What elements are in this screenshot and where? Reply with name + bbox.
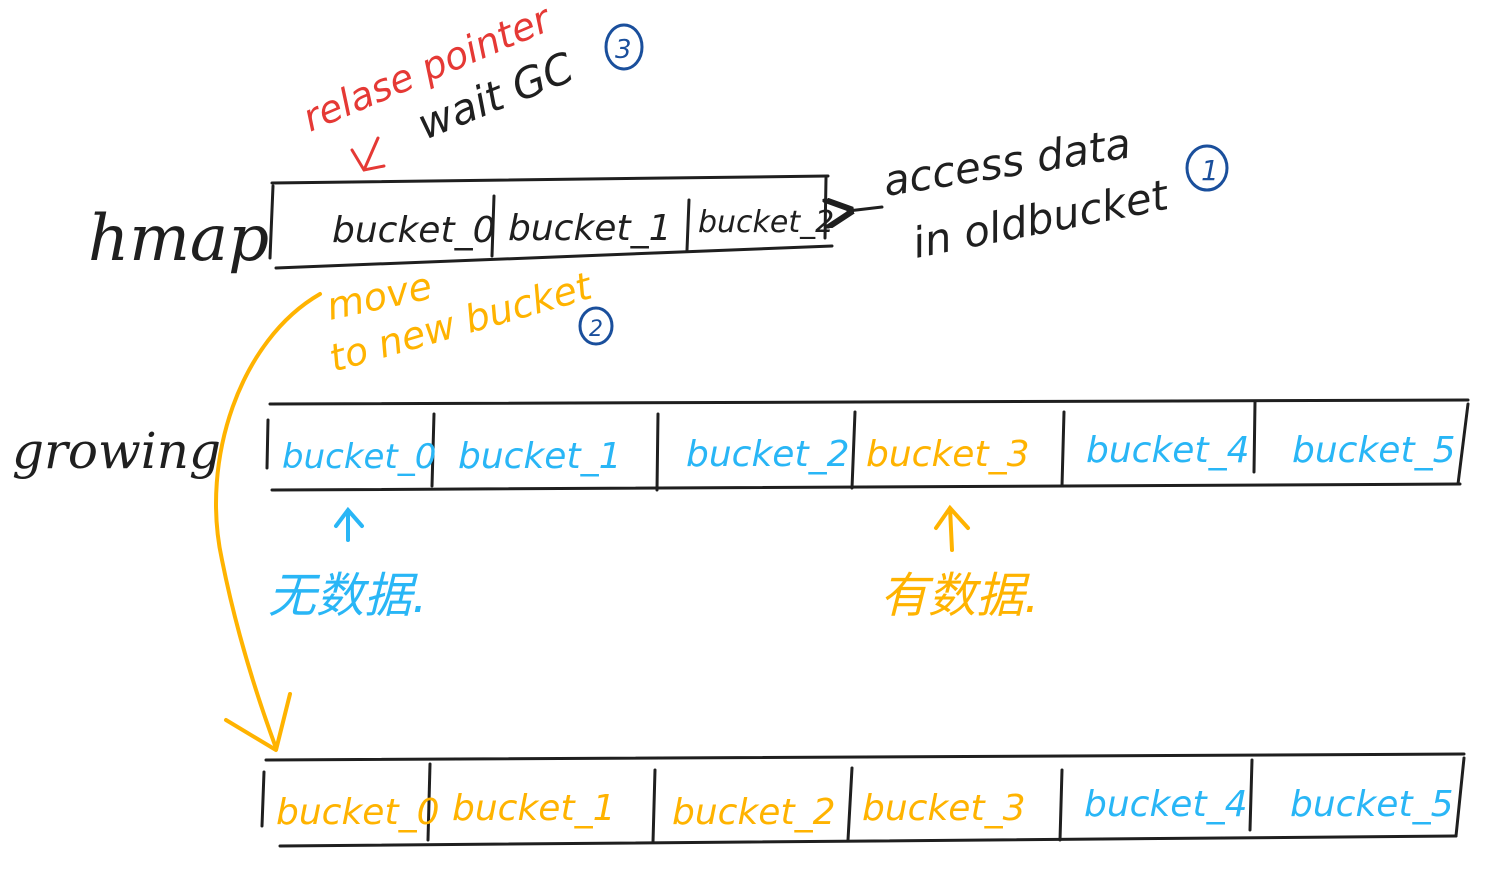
growing-bucket-4: bucket_4 — [1086, 430, 1249, 471]
step-2-circle — [578, 306, 614, 346]
new-bucket-5: bucket_5 — [1290, 784, 1453, 825]
growing-bucket-0: bucket_0 — [282, 437, 436, 477]
growing-bucket-1: bucket_1 — [458, 436, 621, 477]
access-arrow — [848, 207, 884, 211]
step-1-circle — [1185, 144, 1229, 192]
new-bucket-row: bucket_0 bucket_1 bucket_2 bucket_3 buck… — [260, 752, 1466, 848]
no-data-text: 无数据. — [268, 568, 427, 624]
new-bucket-0: bucket_0 — [276, 792, 439, 833]
has-data-text: 有数据. — [880, 568, 1039, 624]
move-arrow-head — [224, 692, 292, 752]
move-annotation: move to new bucket 2 — [214, 263, 614, 752]
growing-bucket-2: bucket_2 — [686, 434, 849, 475]
new-bucket-4: bucket_4 — [1084, 784, 1247, 825]
growing-bucket-row: bucket_0 bucket_1 bucket_2 bucket_3 buck… — [265, 398, 1470, 492]
new-bucket-2: bucket_2 — [672, 792, 835, 833]
new-bucket-3: bucket_3 — [862, 788, 1025, 829]
access-annotation: access data in oldbucket 1 — [848, 118, 1229, 268]
hmap-bucket-1: bucket_1 — [508, 208, 671, 249]
hmap-bucket-row: bucket_0 bucket_1 bucket_2 — [268, 174, 834, 270]
release-arrow — [350, 136, 386, 172]
growing-bucket-5: bucket_5 — [1292, 430, 1455, 471]
hmap-label: hmap — [88, 202, 269, 276]
step-2-number: 2 — [589, 317, 603, 342]
has-data-arrow — [934, 504, 970, 552]
new-bucket-1: bucket_1 — [452, 788, 615, 829]
step-3-circle — [604, 23, 644, 71]
growing-label: growing — [12, 422, 221, 480]
hmap-bucket-2: bucket_2 — [698, 205, 834, 240]
step-3-number: 3 — [615, 35, 632, 65]
hmap-bucket-0: bucket_0 — [332, 210, 495, 251]
no-data-arrow — [334, 506, 364, 542]
growing-bucket-3: bucket_3 — [866, 434, 1029, 475]
no-data-note: 无数据. — [268, 506, 427, 624]
release-annotation: relase pointer wait GC 3 — [296, 0, 644, 172]
step-1-number: 1 — [1201, 154, 1219, 187]
has-data-note: 有数据. — [880, 504, 1039, 624]
move-arrow — [214, 292, 322, 750]
